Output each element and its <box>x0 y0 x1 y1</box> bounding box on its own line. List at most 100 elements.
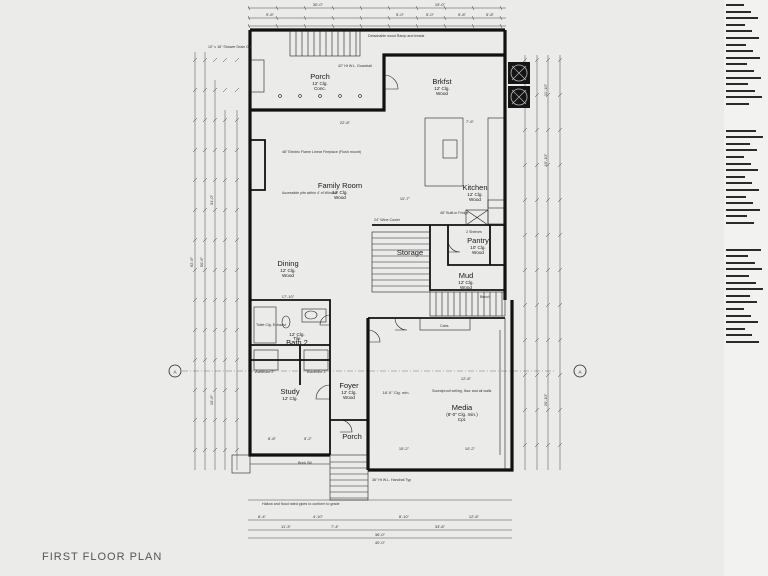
spec-text-line <box>726 182 752 185</box>
note-accessible: Accessible pits within 4' of Window <box>282 191 338 195</box>
drawing-stroke <box>522 162 528 168</box>
spec-text-line <box>726 149 757 152</box>
room-label-foyer: Foyer <box>339 381 359 390</box>
spec-text-line <box>726 37 759 39</box>
drawing-stroke <box>222 417 228 423</box>
drawing-stroke <box>234 57 240 63</box>
spec-text-line <box>726 281 756 284</box>
drawing-stroke <box>522 442 528 448</box>
drawing-stroke <box>202 147 208 153</box>
dim-int-media1: 15'-2" <box>399 446 410 451</box>
dim-int-brkfst: 7'-6" <box>466 119 475 124</box>
spec-text-line <box>726 268 762 271</box>
kitchen-fixtures <box>424 117 505 226</box>
drawing-stroke <box>557 197 563 203</box>
drawing-stroke <box>557 337 563 343</box>
dim-bottom-8: 36'-0" <box>375 532 386 537</box>
rear-porch-stairs <box>249 29 362 98</box>
drawing-stroke <box>471 23 475 29</box>
spec-text-line <box>726 301 757 304</box>
drawing-stroke <box>557 57 563 63</box>
drawing-stroke <box>534 232 540 238</box>
drawing-stroke <box>331 5 335 11</box>
room-spec-porch-rear: 12' Clg. <box>312 81 327 86</box>
drawing-stroke <box>192 387 198 393</box>
drawing-stroke <box>331 15 335 21</box>
drawing-stroke <box>545 442 551 448</box>
spec-text-line <box>726 70 754 72</box>
drawing-stroke <box>192 237 198 243</box>
spec-text-line <box>726 30 752 33</box>
room-label-pantry: Pantry <box>467 236 489 245</box>
drawing-stroke <box>545 127 551 133</box>
drawing-stroke <box>234 387 240 393</box>
room-label-family: Family Room <box>318 181 362 190</box>
drawing-stroke <box>557 442 563 448</box>
drawing-stroke <box>234 147 240 153</box>
dim-int-media2: 10'-2" <box>465 446 476 451</box>
room-sub-dining: Wood <box>282 273 294 278</box>
drawing-stroke <box>522 337 528 343</box>
dim-top-seg1: 9'-6" <box>266 12 275 17</box>
dim-bottom-6: 12'-8" <box>469 514 480 519</box>
drawing-stroke <box>443 5 447 11</box>
spec-text-line <box>726 195 746 198</box>
dim-top-seg2: 5'-0" <box>396 12 405 17</box>
drawing-stroke <box>202 177 208 183</box>
spec-text-line <box>726 255 748 258</box>
drawing-stroke <box>387 5 391 11</box>
drawing-stroke <box>471 5 475 11</box>
drawing-stroke <box>522 127 528 133</box>
drawing-stroke <box>545 302 551 308</box>
room-label-storage: Storage <box>397 248 423 257</box>
drawing-stroke <box>534 407 540 413</box>
room-spec-kitchen: 12' Clg. <box>467 192 482 197</box>
drawing-stroke <box>202 87 208 93</box>
drawing-stroke <box>192 147 198 153</box>
drawing-stroke <box>534 337 540 343</box>
drawing-stroke <box>202 417 208 423</box>
ac-units <box>508 62 530 108</box>
drawing-stroke <box>522 232 528 238</box>
note-handrail: 36" Ht W.L. Handrail Typ <box>372 478 411 482</box>
drawing-stroke <box>522 302 528 308</box>
spec-text-line <box>726 275 749 277</box>
drawing-stroke <box>522 57 528 63</box>
note-shower-drain: 10" x 16" Shower Drain Gd. <box>208 45 252 49</box>
spec-text-line <box>726 175 745 178</box>
drawing-stroke <box>247 5 251 11</box>
drawing-stroke <box>222 447 228 453</box>
note-ramp: Detachable wood Ramp and treads <box>368 34 425 38</box>
room-spec-bath2: 12' Clg. <box>289 332 304 337</box>
drawing-stroke <box>247 15 251 21</box>
spec-text-line <box>726 308 744 310</box>
grid-marker-label-left: A <box>173 370 177 375</box>
drawing-stroke <box>557 92 563 98</box>
room-spec-media: (8'-0" Clg. min.) <box>446 412 478 417</box>
spec-text-line <box>726 321 758 324</box>
drawing-stroke <box>222 357 228 363</box>
drawing-stroke <box>222 57 228 63</box>
note-fridge: 48" Built-in Fridge <box>440 211 468 215</box>
room-spec-family: 12' Clg. <box>332 190 347 195</box>
note-shelves: 2 Shelves <box>466 230 482 234</box>
drawing-stroke <box>471 15 475 21</box>
room-spec-study: 12' Clg. <box>282 396 297 401</box>
sheet-title: FIRST FLOOR PLAN <box>42 551 162 563</box>
drawing-stroke <box>212 207 218 213</box>
spec-text-line <box>726 162 751 165</box>
drawing-stroke <box>415 5 419 11</box>
drawing-stroke <box>202 117 208 123</box>
grid-marker-left: A <box>168 364 182 378</box>
grid-marker-right: A <box>573 364 587 378</box>
dim-top-right: 15'-0" <box>435 2 446 7</box>
room-sub-kitchen: Wood <box>469 197 481 202</box>
dimension-lines <box>182 5 563 539</box>
drawing-stroke <box>222 87 228 93</box>
room-sub-pantry: Wood <box>472 250 484 255</box>
drawing-stroke <box>212 267 218 273</box>
drawing-stroke <box>202 207 208 213</box>
drawing-notes: Detachable wood Ramp and treads 10" x 16… <box>208 34 492 506</box>
drawing-stroke <box>557 127 563 133</box>
